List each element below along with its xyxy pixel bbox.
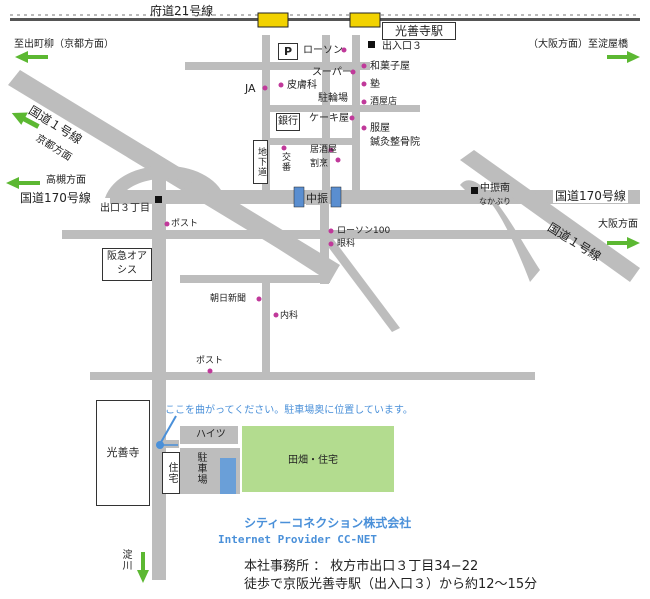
exit3-label: 出入口３ bbox=[382, 41, 422, 52]
company-name-en: Internet Provider CC-NET bbox=[218, 533, 377, 546]
main-south-road bbox=[152, 160, 166, 580]
route1-east-road bbox=[460, 150, 640, 282]
heights-building bbox=[180, 426, 238, 444]
nakaburi-minami-label: 中振南 bbox=[480, 183, 510, 194]
street-mid2 bbox=[270, 138, 352, 145]
cake-shop-label: ケーキ屋 bbox=[309, 113, 349, 124]
street-top bbox=[185, 62, 370, 70]
kozenji-station-marker bbox=[368, 41, 375, 48]
deguchi3-label: 出口３丁目 bbox=[100, 203, 150, 214]
takatsuki-label: 高槻方面 bbox=[46, 175, 86, 186]
poi-dots bbox=[164, 47, 367, 374]
turn-pointer bbox=[159, 415, 177, 445]
kozenji-temple-label: 光善寺 bbox=[96, 400, 150, 506]
street-e bbox=[180, 275, 330, 283]
bank-label: 銀行 bbox=[276, 113, 300, 131]
keihan-railway bbox=[10, 12, 640, 28]
route170-east-label: 国道170号線 bbox=[553, 189, 628, 203]
west-loop bbox=[105, 165, 225, 198]
parking-lot-label: 駐車場 bbox=[195, 452, 206, 485]
to-demachiyanagi-label: 至出町柳（京都方面） bbox=[14, 39, 114, 50]
nakaburi-reading-label: なかぶり bbox=[479, 197, 511, 206]
arrow-takatsuki bbox=[6, 177, 40, 189]
izakaya-label: 居酒屋 bbox=[310, 145, 338, 155]
osaka-label: 大阪方面 bbox=[598, 219, 638, 230]
nakaburi-signal bbox=[293, 186, 342, 208]
office-address: 本社事務所 ： 枚方市出口３丁目34−22 bbox=[244, 559, 479, 574]
post-label-2: ポスト bbox=[196, 356, 224, 366]
supermarket-label: スーパー bbox=[312, 67, 352, 78]
direction-arrows bbox=[6, 51, 640, 583]
street-c bbox=[352, 35, 360, 195]
arrow-east-top bbox=[607, 51, 640, 63]
parking-icon: P bbox=[278, 43, 298, 60]
underpass-label: 地下道 bbox=[253, 140, 268, 184]
bicycle-parking-label: 駐輪場 bbox=[318, 93, 348, 104]
arrow-west-top bbox=[15, 51, 48, 63]
route170-west-label: 国道170号線 bbox=[18, 191, 93, 205]
yodogawa-label: 淀川 bbox=[120, 549, 131, 571]
street-b bbox=[322, 35, 330, 195]
cram-school-label: 塾 bbox=[370, 79, 380, 90]
post-label-1: ポスト bbox=[171, 219, 199, 229]
acupuncture-label: 鍼灸整骨院 bbox=[370, 137, 420, 148]
arrow-kyoto bbox=[11, 112, 40, 129]
street-f bbox=[262, 283, 270, 375]
nakaburi-minami-marker bbox=[471, 187, 478, 194]
company-name: シティーコネクション株式会社 bbox=[244, 516, 412, 530]
heights-label: ハイツ bbox=[196, 429, 226, 440]
street-diag bbox=[323, 236, 400, 332]
hankyu-oasis-label: 阪急オアシス bbox=[102, 248, 152, 281]
arrow-yodo bbox=[137, 552, 149, 583]
koban-label: 交番 bbox=[280, 152, 290, 172]
street-mid bbox=[270, 105, 420, 112]
street-d bbox=[320, 204, 329, 284]
asahi-newspaper-label: 朝日新聞 bbox=[210, 294, 247, 304]
driveway bbox=[165, 440, 179, 448]
lawson100-label: ローソン100 bbox=[337, 226, 391, 236]
office-building bbox=[220, 458, 236, 494]
residence-label: 住宅 bbox=[162, 452, 180, 494]
dermatology-label: 皮膚科 bbox=[287, 80, 317, 91]
east-loop bbox=[460, 180, 540, 282]
field-area bbox=[242, 426, 394, 492]
internal-medicine-label: 内科 bbox=[280, 311, 299, 321]
nakaburi-label: 中振 bbox=[306, 192, 328, 205]
access-info: 徒歩で京阪光善寺駅（出入口３）から約12〜15分 bbox=[244, 577, 538, 592]
lawson-label: ローソン bbox=[303, 45, 343, 56]
wagashi-label: 和菓子屋 bbox=[370, 61, 410, 72]
clothing-store-label: 服屋 bbox=[370, 123, 390, 134]
turn-here-note: ここを曲がってください。駐車場奥に位置しています。 bbox=[165, 405, 413, 416]
kappo-label: 割烹 bbox=[310, 159, 329, 169]
arrow-osaka bbox=[607, 237, 640, 249]
to-yodoyabashi-label: （大阪方面）至淀屋橋 bbox=[528, 39, 628, 50]
ophthalmology-label: 眼科 bbox=[337, 239, 356, 249]
liquor-store-label: 酒屋店 bbox=[370, 97, 398, 107]
kozenji-station-label: 光善寺駅 bbox=[382, 22, 456, 40]
field-label: 田畑・住宅 bbox=[288, 455, 338, 466]
street-a bbox=[262, 35, 270, 195]
road-network bbox=[8, 35, 640, 580]
street-g bbox=[90, 372, 535, 380]
ja-label: JA bbox=[245, 82, 256, 95]
fuchu21-label: 府道21号線 bbox=[150, 4, 214, 18]
deguchi-marker bbox=[155, 196, 162, 203]
